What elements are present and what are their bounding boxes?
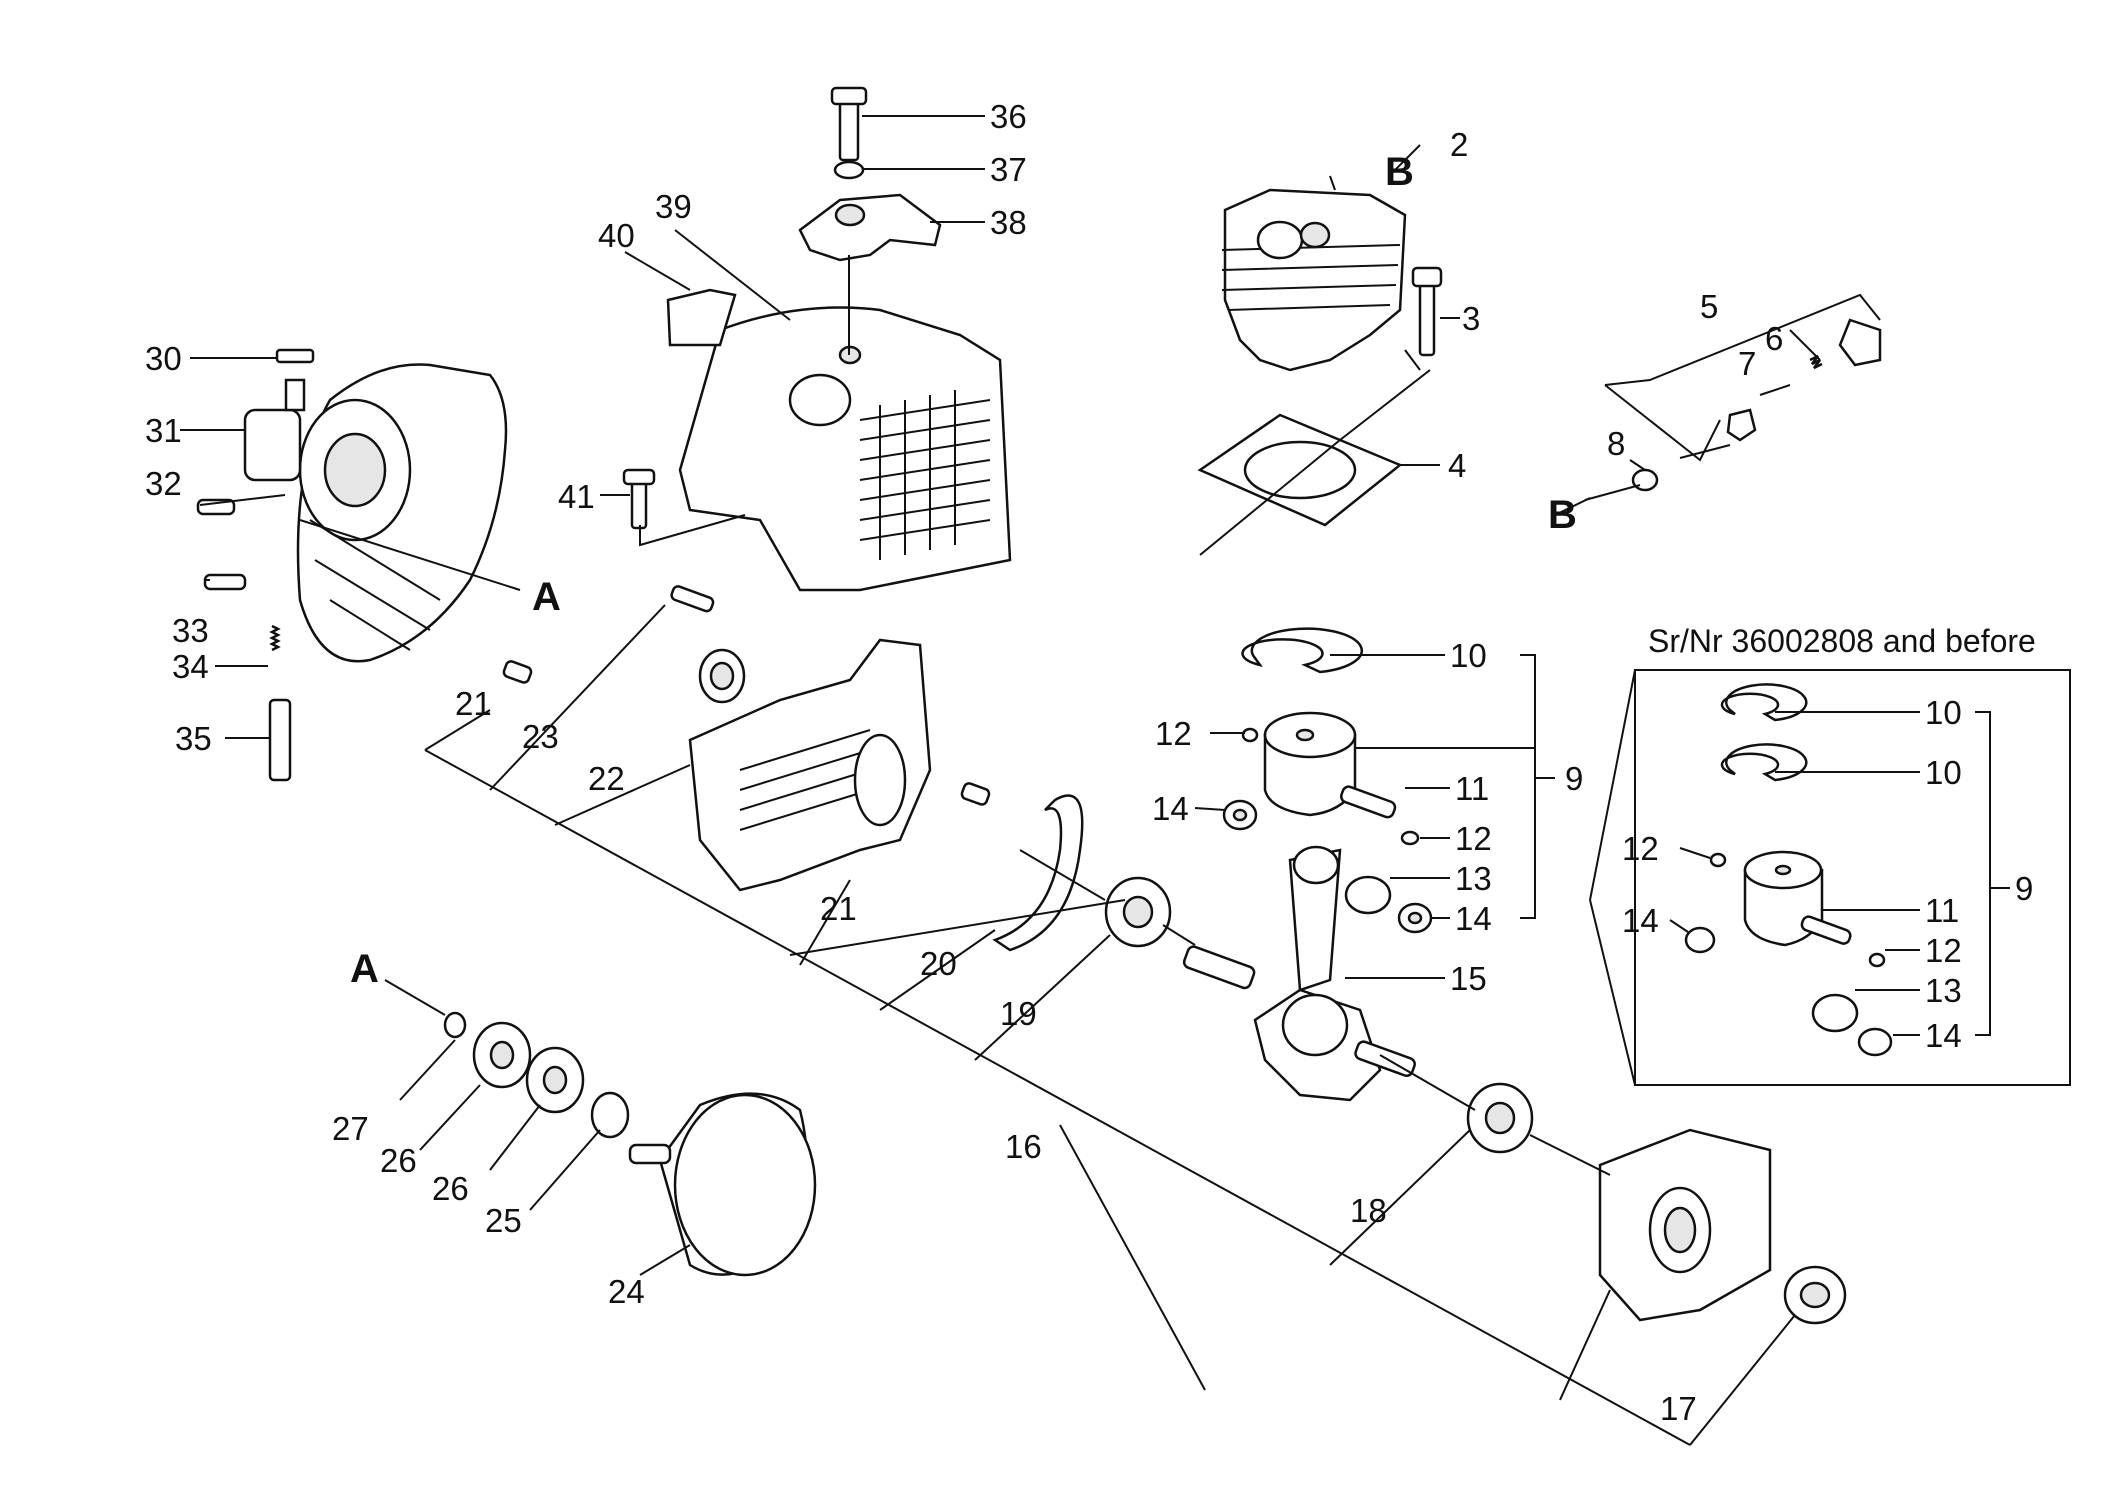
label-6: 6: [1765, 320, 1783, 357]
label-23: 23: [522, 718, 559, 755]
part-number-labels: 2 3 4 5 6 7 8 9 10 11 12 12 13 14 14 15 …: [145, 98, 2033, 1427]
bearings: [443, 876, 1847, 1325]
crankcase-gasket: [992, 794, 1084, 952]
label-inset-10a: 10: [1925, 694, 1962, 731]
clutch-drum: [628, 1092, 817, 1277]
label-35: 35: [175, 720, 212, 757]
label-9: 9: [1565, 760, 1583, 797]
cylinder-bolt: [1411, 266, 1443, 357]
label-38: 38: [990, 204, 1027, 241]
label-inset-10b: 10: [1925, 754, 1962, 791]
label-inset-9: 9: [2015, 870, 2033, 907]
piston: [1263, 711, 1397, 819]
seals-and-pins: [502, 585, 991, 806]
ref-mark-b-cylinder: B: [1385, 150, 1414, 194]
leader-lines: [180, 115, 2010, 1446]
label-inset-14: 14: [1622, 902, 1659, 939]
label-18: 18: [1350, 1192, 1387, 1229]
label-13: 13: [1455, 860, 1492, 897]
label-26b: 26: [432, 1170, 469, 1207]
label-10: 10: [1450, 637, 1487, 674]
label-14b: 14: [1455, 900, 1492, 937]
cylinder-cover: [678, 306, 1012, 592]
label-33: 33: [172, 612, 209, 649]
ref-mark-a-clutch: A: [350, 947, 379, 991]
label-30: 30: [145, 340, 182, 377]
piston-inset: [1743, 850, 1852, 947]
label-8: 8: [1607, 425, 1625, 462]
label-inset-12a: 12: [1622, 830, 1659, 867]
label-37: 37: [990, 151, 1027, 188]
handle-bracket: [196, 348, 315, 782]
label-15: 15: [1450, 960, 1487, 997]
seal-pad: [666, 288, 737, 347]
label-26a: 26: [380, 1142, 417, 1179]
label-4: 4: [1448, 447, 1466, 484]
crankcase-left: [688, 638, 932, 892]
label-16: 16: [1005, 1128, 1042, 1165]
label-24: 24: [608, 1273, 645, 1310]
clips-and-washers: [1222, 727, 1893, 1057]
label-34: 34: [172, 648, 209, 685]
label-inset-13: 13: [1925, 972, 1962, 1009]
label-21a: 21: [455, 685, 492, 722]
label-27: 27: [332, 1110, 369, 1147]
label-25: 25: [485, 1202, 522, 1239]
label-36: 36: [990, 98, 1027, 135]
label-40: 40: [598, 217, 635, 254]
label-20: 20: [920, 945, 957, 982]
label-inset-14b: 14: [1925, 1017, 1962, 1054]
label-7: 7: [1738, 345, 1756, 382]
label-17: 17: [1660, 1390, 1697, 1427]
screw-41: [622, 468, 656, 530]
label-14a: 14: [1152, 790, 1189, 827]
label-inset-12b: 12: [1925, 932, 1962, 969]
label-5: 5: [1700, 288, 1718, 325]
label-12b: 12: [1455, 820, 1492, 857]
cylinder-gasket: [1197, 413, 1403, 527]
ref-mark-a-housing: A: [532, 575, 561, 619]
label-31: 31: [145, 412, 182, 449]
label-inset-11: 11: [1925, 892, 1959, 929]
fan-housing: [296, 363, 508, 663]
label-2: 2: [1450, 126, 1468, 163]
label-39: 39: [655, 188, 692, 225]
label-12a: 12: [1155, 715, 1192, 752]
inset-note: Sr/Nr 36002808 and before: [1648, 623, 2036, 659]
label-22: 22: [588, 760, 625, 797]
label-21b: 21: [820, 890, 857, 927]
label-19: 19: [1000, 995, 1037, 1032]
label-11: 11: [1455, 770, 1489, 807]
label-3: 3: [1462, 300, 1480, 337]
label-41: 41: [558, 478, 595, 515]
inset-frame: [1634, 669, 2071, 1086]
label-32: 32: [145, 465, 182, 502]
cover-plate: [798, 86, 942, 262]
ref-mark-b-valve: B: [1548, 493, 1577, 537]
crankcase-right: [1598, 1128, 1772, 1322]
cylinder: [1221, 188, 1407, 372]
decompression-valve: [1631, 318, 1882, 492]
